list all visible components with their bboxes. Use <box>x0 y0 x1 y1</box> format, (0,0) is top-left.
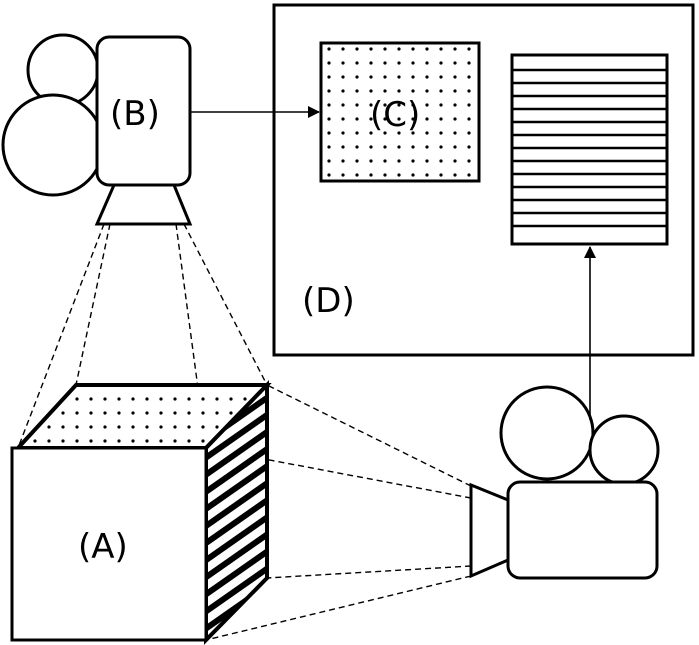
camera-2-lens <box>469 482 510 579</box>
cube-front-face <box>10 446 208 642</box>
camera-2-small-reel <box>588 414 660 486</box>
label-b: (B) <box>110 94 160 134</box>
camera-b: (B) <box>1 33 193 226</box>
horizontal-stripes <box>512 68 667 228</box>
striped-image <box>510 53 669 246</box>
label-c: (C) <box>370 95 420 135</box>
camera-b-large-reel <box>1 93 105 197</box>
dotted-image: (C) <box>319 41 481 183</box>
label-a: (A) <box>78 527 128 567</box>
camera-2 <box>469 385 660 580</box>
camera-2-body <box>506 480 659 580</box>
camera-b-lens <box>94 183 193 226</box>
cube: (A) <box>10 380 272 645</box>
camera-2-large-reel <box>499 385 595 481</box>
camera-b-projection-lines <box>17 223 268 449</box>
label-d: (D) <box>302 281 355 321</box>
